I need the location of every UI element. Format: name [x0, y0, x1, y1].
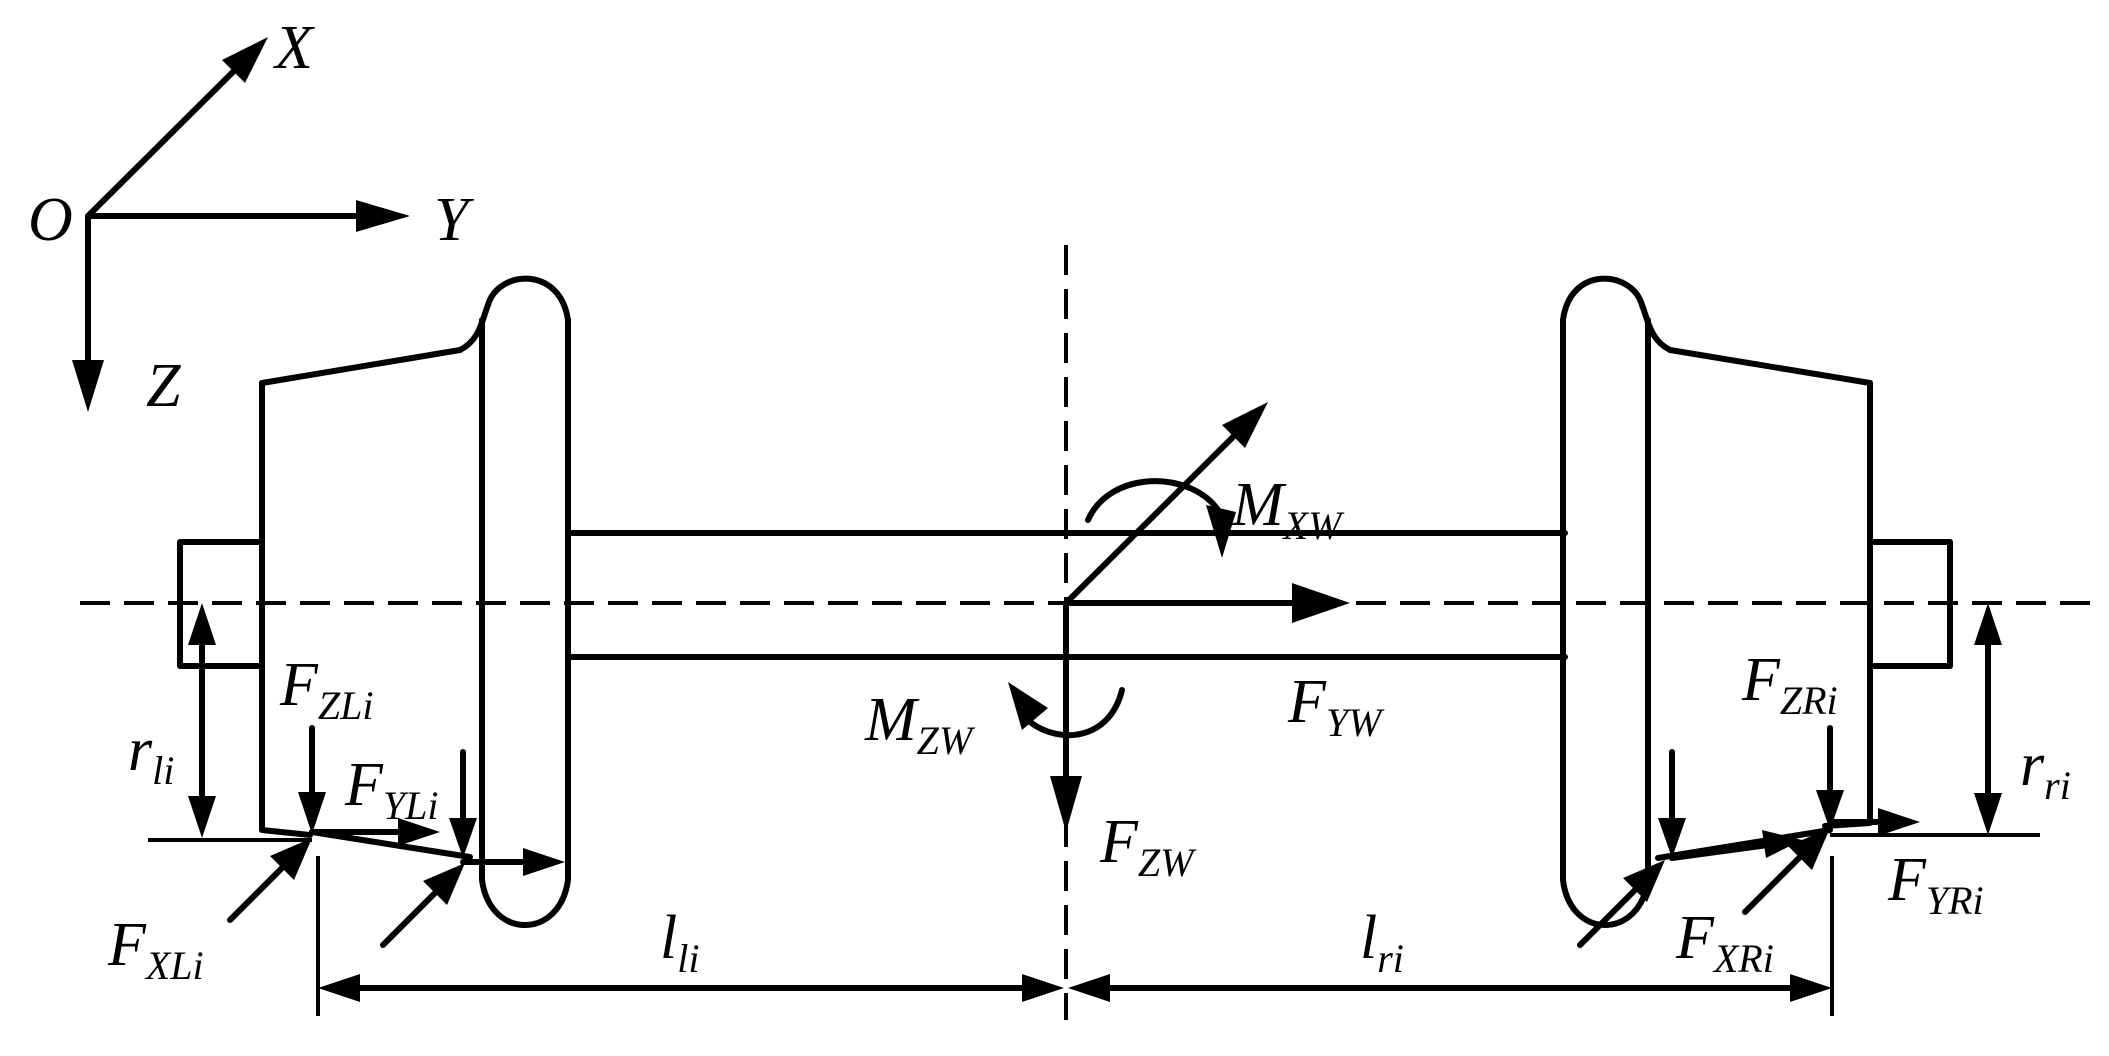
f-zli-label: FZLi: [279, 651, 373, 728]
flange-diagonal-force: [380, 885, 443, 948]
x-force-arrow: [1063, 427, 1243, 606]
l-li-arrowhead-right: [1022, 974, 1064, 1002]
r-li-arrowhead-top: [188, 603, 216, 645]
coordinate-system: O X Y Z: [28, 14, 474, 420]
m-xw-moment-arc: [1085, 478, 1221, 523]
left-journal: [177, 539, 265, 669]
f-zri-arrowhead: [1816, 790, 1844, 830]
f-xli-label: FXLi: [107, 911, 204, 988]
l-li-arrowhead-left: [318, 974, 360, 1002]
l-ri-arrowhead-left: [1068, 974, 1110, 1002]
left-tread-line: [309, 829, 473, 860]
f-zw-arrowhead: [1050, 776, 1082, 832]
f-zli-arrowhead: [298, 792, 326, 834]
right-journal: [1867, 539, 1953, 669]
left-dimensions: rli lli: [128, 603, 1064, 1016]
right-flange-vertical-arrowhead: [1658, 818, 1686, 858]
f-xli-arrow: [227, 859, 291, 923]
x-axis-label: X: [272, 14, 315, 82]
flange-vertical-arrowhead: [449, 818, 477, 858]
x-axis-arrowhead: [222, 37, 268, 83]
center-forces: MXW FYW MZW FZW: [864, 402, 1385, 885]
f-yri-arrowhead: [1878, 808, 1920, 836]
m-zw-moment-arrowhead: [1008, 682, 1048, 730]
m-zw-label: MZW: [864, 686, 976, 763]
r-ri-arrowhead-top: [1974, 603, 2002, 645]
f-zri-label: FZRi: [1741, 646, 1838, 723]
z-axis-arrowhead: [72, 360, 104, 412]
right-contact-forces: FZRi FYRi FXRi: [1577, 646, 2040, 981]
l-ri-label: lri: [1360, 904, 1404, 981]
r-ri-arrowhead-bottom: [1974, 793, 2002, 835]
left-wheel: [177, 275, 571, 928]
l-ri-arrowhead-right: [1790, 974, 1832, 1002]
left-wheel-flange: [457, 275, 571, 928]
right-dimensions: rri lri: [1068, 603, 2071, 1016]
r-ri-label: rri: [2020, 731, 2071, 808]
flange-lateral-arrowhead: [523, 848, 565, 876]
right-wheel-flange: [1560, 275, 1673, 928]
f-xri-label: FXRi: [1675, 904, 1774, 981]
f-yri-label: FYRi: [1887, 846, 1984, 923]
right-lateral-arrowhead: [1762, 830, 1802, 858]
flange-diagonal-arrowhead: [423, 863, 465, 905]
m-xw-label: MXW: [1231, 471, 1345, 548]
y-axis-arrowhead: [356, 200, 410, 232]
z-axis-label: Z: [146, 352, 181, 420]
f-yli-arrowhead: [398, 818, 440, 846]
f-yw-label: FYW: [1287, 668, 1385, 745]
x-axis-line: [85, 52, 253, 219]
r-li-arrowhead-bottom: [188, 796, 216, 838]
y-axis-label: Y: [434, 186, 474, 254]
x-force-arrowhead: [1222, 402, 1268, 448]
f-xri-arrowhead: [1788, 828, 1830, 870]
left-wheel-web: [259, 347, 463, 838]
l-li-label: lli: [660, 904, 699, 981]
f-xli-arrowhead: [270, 838, 312, 880]
m-zw-moment-arc: [1027, 687, 1125, 739]
r-li-label: rli: [128, 716, 174, 793]
right-wheel-web: [1667, 347, 1873, 829]
left-contact-forces: FZLi FYLi FXLi: [107, 651, 565, 988]
right-flange-diagonal-force: [1577, 882, 1643, 948]
f-zw-label: FZW: [1099, 808, 1197, 885]
right-lateral-force: [1669, 842, 1771, 861]
f-yli-label: FYLi: [344, 751, 438, 828]
f-yw-arrowhead: [1292, 583, 1350, 623]
m-xw-moment-arrowhead: [1206, 505, 1236, 558]
f-xri-arrow: [1742, 849, 1808, 915]
right-flange-diagonal-arrowhead: [1623, 860, 1665, 902]
origin-label: O: [28, 186, 73, 254]
